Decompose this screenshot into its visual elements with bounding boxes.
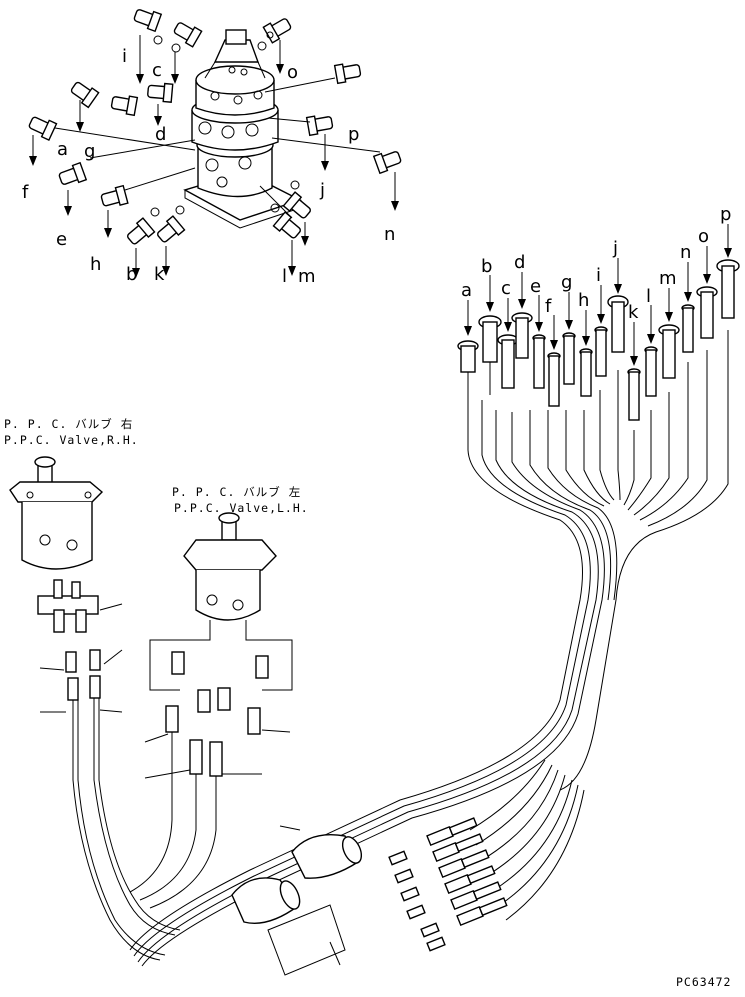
hose-label-o: o <box>698 226 709 247</box>
hose-end-labels: a b c d e f g h i j k l m n o p <box>461 204 731 323</box>
hose-label-l: l <box>646 286 651 307</box>
swivel-label-g: g <box>84 141 95 162</box>
hose-bundle <box>129 330 729 967</box>
swivel-label-a: a <box>57 139 68 160</box>
hose-label-b: b <box>481 256 492 277</box>
hose-end-fittings <box>457 259 740 421</box>
swivel-label-b: b <box>126 264 137 285</box>
hose-label-p: p <box>720 204 731 225</box>
hose-label-g: g <box>561 272 572 293</box>
ppc-right-hose-2 <box>77 700 166 956</box>
swivel-label-i: i <box>122 46 127 67</box>
hose-label-j: j <box>612 238 618 259</box>
swivel-label-m: m <box>298 266 316 287</box>
hose-label-k: k <box>628 302 639 323</box>
swivel-fittings <box>28 9 402 245</box>
ppc-left-caption-en: P.P.C. Valve,L.H. <box>174 501 309 515</box>
ppc-left-hose-1 <box>139 774 197 901</box>
swivel-joint <box>183 29 302 229</box>
hose-label-f: f <box>545 296 552 317</box>
hose-label-c: c <box>501 278 511 299</box>
hose-end-arrows <box>464 224 732 366</box>
hose-label-m: m <box>659 268 677 289</box>
hose-label-e: e <box>530 276 541 297</box>
swivel-label-h: h <box>90 254 101 275</box>
ppc-valve-left <box>144 512 293 779</box>
ppc-right-caption-jp: P. P. C. バルブ 右 <box>4 417 133 431</box>
ppc-left-caption-jp: P. P. C. バルブ 左 <box>172 485 301 499</box>
swivel-label-e: e <box>56 229 67 250</box>
swivel-label-l: l <box>282 266 287 287</box>
swivel-label-n: n <box>384 224 395 245</box>
ppc-left-hose-2 <box>149 776 217 909</box>
swivel-label-j: j <box>319 180 325 201</box>
part-code: PC63472 <box>676 975 731 989</box>
swivel-label-c: c <box>152 60 162 81</box>
hose-label-h: h <box>578 290 589 311</box>
swivel-label-k: k <box>154 264 165 285</box>
swivel-arrows <box>29 35 399 278</box>
swivel-label-o: o <box>287 62 298 83</box>
ppc-left-hose-3 <box>129 732 173 893</box>
hose-label-n: n <box>680 242 691 263</box>
ppc-right-hose-4 <box>98 698 181 931</box>
hose-label-d: d <box>514 252 525 273</box>
ppc-right-caption-en: P.P.C. Valve,R.H. <box>4 433 139 447</box>
hose-connectors <box>388 817 508 952</box>
swivel-label-f: f <box>22 182 29 203</box>
hose-sleeves <box>231 825 363 976</box>
hose-label-i: i <box>596 265 601 286</box>
ppc-right-hose-1 <box>72 700 161 961</box>
ppc-valve-right <box>9 456 123 713</box>
swivel-labels: i c o d p a g f j e n h m b k l <box>22 46 395 287</box>
swivel-label-d: d <box>155 124 166 145</box>
swivel-label-p: p <box>348 124 359 145</box>
hose-label-a: a <box>461 280 472 301</box>
ppc-right-hose-3 <box>93 698 176 936</box>
